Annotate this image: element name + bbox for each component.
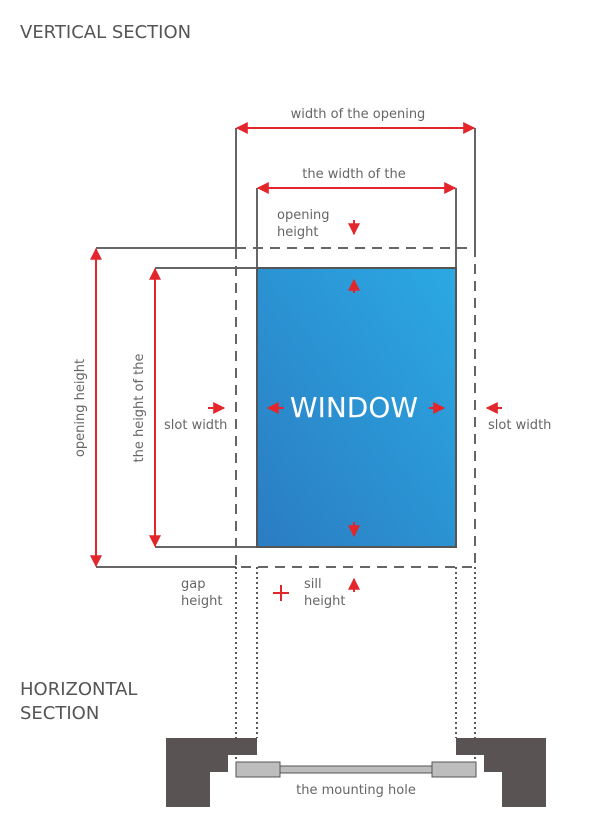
gap-arrows [208,220,502,592]
window-frame-left [235,761,281,778]
window-rect [256,267,457,548]
horizontal-section-title-2: SECTION [20,703,99,724]
left-wall [166,738,257,807]
projection-lines [235,567,476,762]
opening-height-side-label: opening height [73,359,88,457]
opening-outline [235,247,476,568]
window-label: WINDOW [290,391,418,424]
width-of-window-label: the width of the [302,167,405,182]
slot-width-left-label: slot width [164,418,227,433]
opening-height-top-label-1: opening [277,208,330,223]
gap-height-label-2: height [181,594,222,609]
sill-height-label-2: height [304,594,345,609]
right-wall [456,738,546,807]
gap-height-label-1: gap [181,577,205,592]
dimension-arrows [90,122,476,568]
window-frame-bar [279,765,433,774]
width-of-opening-label: width of the opening [291,107,426,122]
mounting-hole-label: the mounting hole [296,783,416,798]
height-of-window-label: the height of the [132,353,147,462]
window-frame-right [431,761,477,778]
sill-height-label-1: sill [304,577,322,592]
horizontal-section-title-1: HORIZONTAL [20,679,137,700]
vertical-section-title: VERTICAL SECTION [20,22,191,43]
opening-height-top-label-2: height [277,225,318,240]
slot-width-right-label: slot width [488,418,551,433]
construction-lines [96,128,476,568]
plus-icon [273,585,289,601]
